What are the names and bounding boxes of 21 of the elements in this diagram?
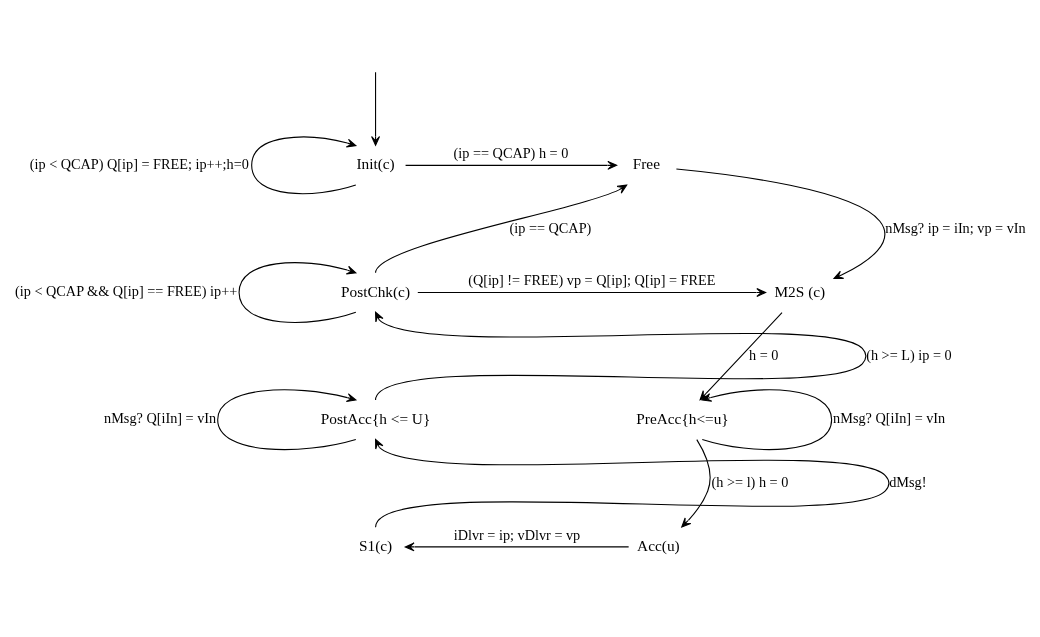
edge-label: (ip == QCAP) h = 0 (453, 144, 569, 161)
node-text: Free (632, 154, 660, 172)
node-text: Init(c) (356, 154, 395, 172)
edge-label: (h >= l) h = 0 (711, 473, 789, 490)
edge-label: nMsg? ip = iIn; vp = vIn (885, 219, 1026, 236)
edge-label: h = 0 (748, 346, 779, 363)
edge-label: (h >= L) ip = 0 (866, 346, 952, 363)
node-text: M2S (c) (774, 282, 826, 300)
edge-label: (ip < QCAP) Q[ip] = FREE; ip++;h=0 (29, 155, 249, 172)
edge-label: (Q[ip] != FREE) vp = Q[ip]; Q[ip] = FREE (468, 271, 716, 288)
edge-label: nMsg? Q[iIn] = vIn (833, 409, 946, 426)
edge-label: dMsg! (889, 473, 927, 490)
edge-label: (ip < QCAP && Q[ip] == FREE) ip++ (15, 282, 238, 299)
node-text: S1(c) (358, 536, 393, 554)
edge-label: nMsg? Q[iIn] = vIn (104, 409, 217, 426)
node-text: PostAcc{h <= U} (320, 409, 431, 427)
node-text: Acc(u) (637, 536, 680, 554)
node-text: PreAcc{h<=u} (636, 409, 729, 427)
node-text: PostChk(c) (341, 282, 411, 300)
edge-label: (ip == QCAP) (509, 219, 592, 236)
edge-label: iDlvr = ip; vDlvr = vp (453, 526, 581, 543)
